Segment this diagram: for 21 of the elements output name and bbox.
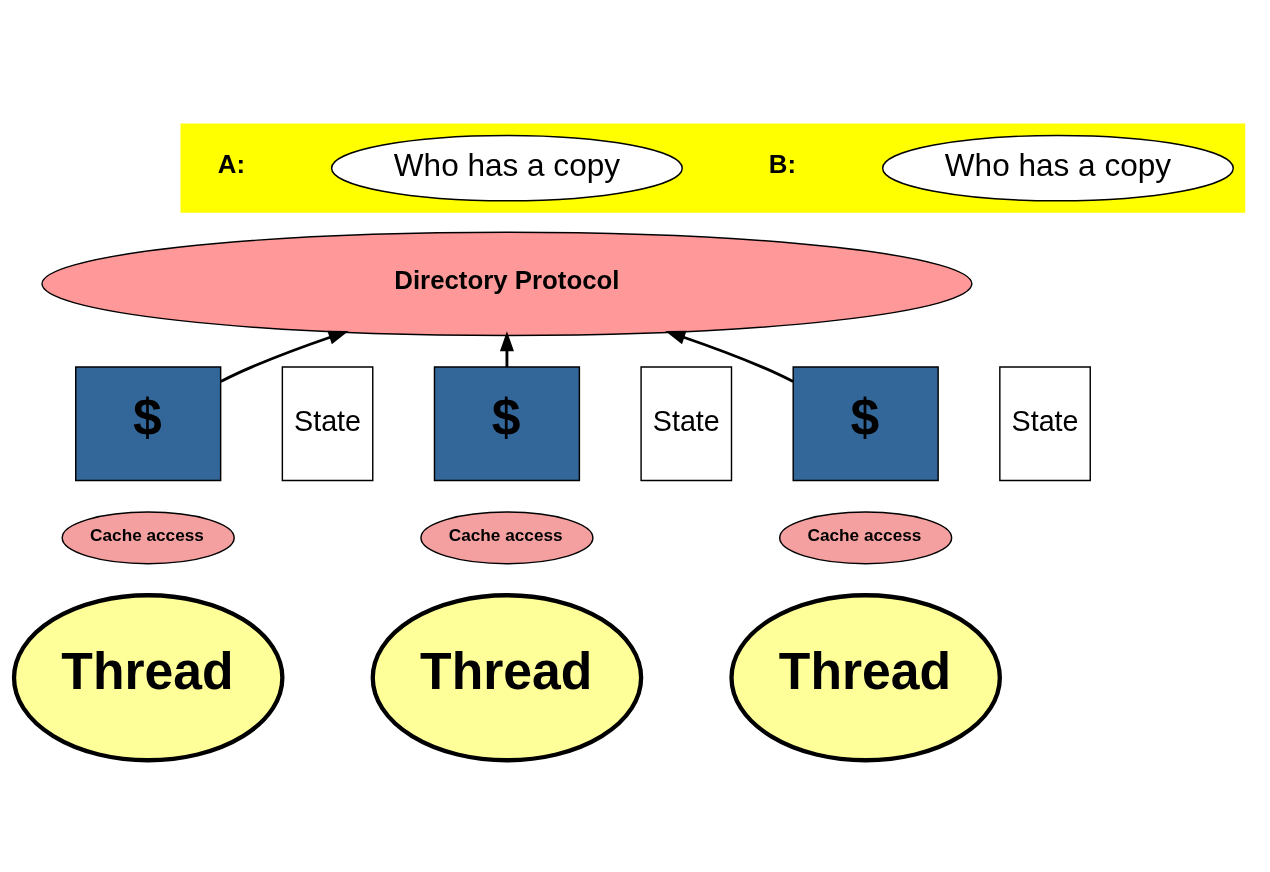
- label: B:: [768, 149, 797, 178]
- node-box: $: [433, 365, 581, 481]
- node-ellipse: Thread: [370, 592, 644, 762]
- node-ellipse: Cache access: [420, 510, 594, 564]
- arrow: [665, 330, 794, 383]
- node-ellipse: Cache access: [61, 510, 235, 564]
- node-ellipse: Thread: [11, 592, 285, 762]
- node-box: State: [999, 365, 1091, 481]
- arrow: [220, 330, 349, 383]
- node-ellipse: Thread: [729, 592, 1002, 762]
- node-box: $: [75, 365, 222, 481]
- node-box: $: [792, 365, 939, 481]
- arrow: [499, 330, 514, 367]
- node-ellipse: Who has a copy: [881, 134, 1234, 202]
- label: A:: [217, 149, 246, 178]
- node-ellipse: Cache access: [778, 510, 953, 564]
- cluster: [180, 123, 1246, 213]
- node-ellipse: Who has a copy: [330, 134, 683, 202]
- node-box: State: [640, 365, 733, 481]
- node-box: State: [281, 365, 374, 481]
- node-ellipse: Directory Protocol: [41, 231, 973, 336]
